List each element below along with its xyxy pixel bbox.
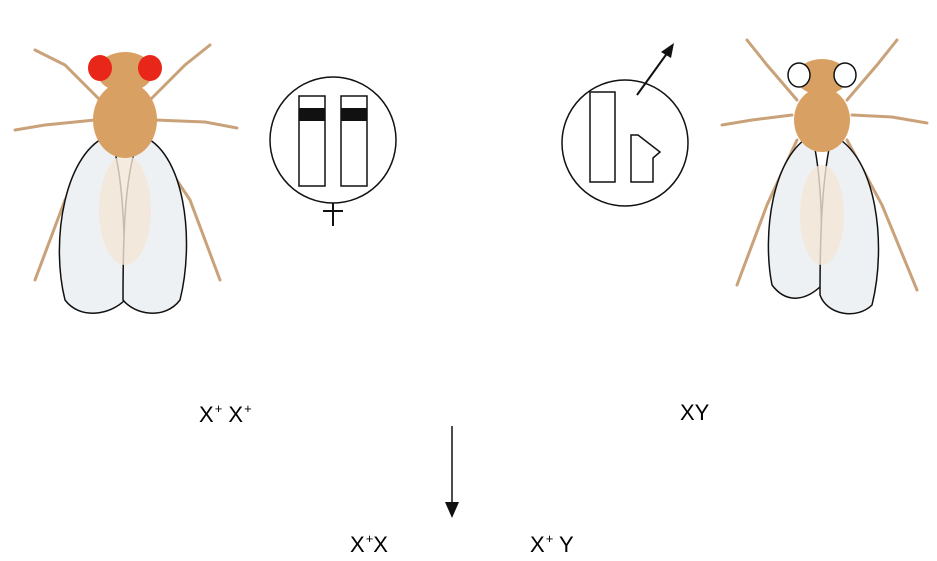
male-symbol-icon bbox=[561, 43, 689, 207]
son-genotype-label: X+ Y bbox=[530, 531, 574, 557]
female-symbol-icon bbox=[269, 76, 397, 226]
female-eye-right bbox=[138, 55, 162, 81]
male-fly-icon bbox=[720, 38, 929, 315]
male-eye-left bbox=[787, 62, 811, 88]
male-y-chromosome bbox=[630, 134, 662, 183]
arrow-down-icon bbox=[445, 426, 459, 518]
female-fly-icon bbox=[13, 43, 239, 314]
male-genotype-label: XY bbox=[680, 400, 710, 425]
female-eye-left bbox=[88, 55, 112, 81]
daughter-genotype-label: X+X bbox=[350, 531, 388, 557]
male-eye-right bbox=[833, 62, 857, 88]
female-genotype-label: X+ X+ bbox=[199, 401, 252, 427]
male-x-chromosome bbox=[589, 91, 616, 183]
